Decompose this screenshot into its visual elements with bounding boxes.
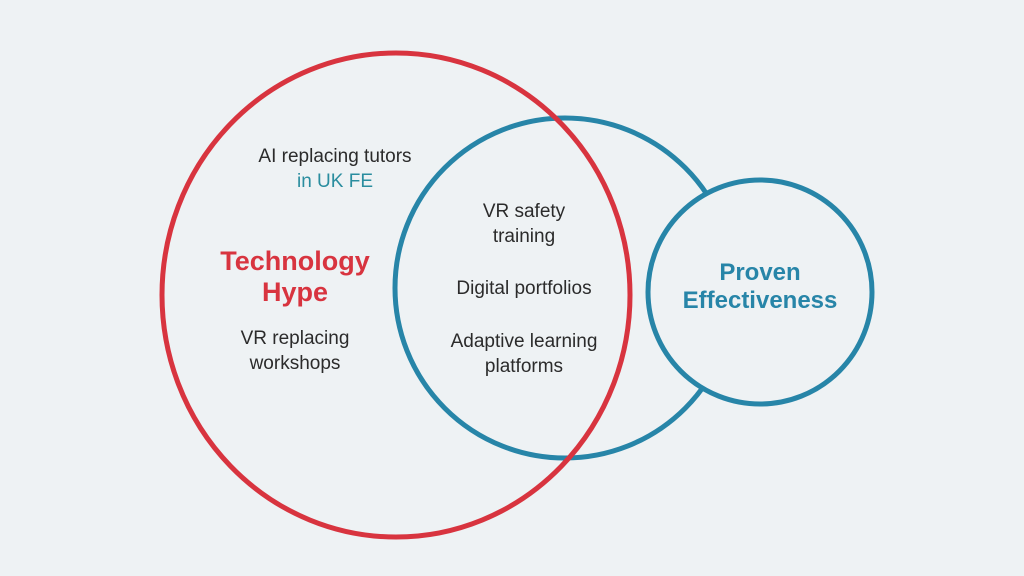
proven-effectiveness-title-line1: Proven: [719, 259, 801, 286]
overlap-item-adaptive-learning-line2: platforms: [484, 355, 564, 377]
proven-effectiveness-title: Proven Effectiveness: [660, 259, 860, 314]
overlap-item-adaptive-learning: Adaptive learning platforms: [414, 330, 634, 379]
hype-item-ai-tutors: AI replacing tutors in UK FE: [225, 145, 445, 194]
technology-hype-title-line1: Technology: [220, 246, 370, 276]
hype-item-vr-workshops: VR replacing workshops: [195, 327, 395, 376]
proven-effectiveness-title-line2: Effectiveness: [682, 286, 838, 314]
overlap-item-digital-portfolios: Digital portfolios: [414, 277, 634, 302]
hype-item-vr-workshops-line1: VR replacing: [240, 328, 350, 349]
hype-item-vr-workshops-line2: workshops: [249, 352, 341, 374]
overlap-item-adaptive-learning-line1: Adaptive learning: [450, 331, 598, 352]
hype-item-ai-tutors-line1: AI replacing tutors: [258, 146, 412, 167]
middle-evidence-circle: [392, 115, 738, 461]
overlap-item-vr-safety-line2: training: [492, 225, 556, 247]
technology-hype-title: Technology Hype: [190, 246, 400, 308]
overlap-item-vr-safety: VR safety training: [424, 200, 624, 249]
overlap-item-digital-portfolios-line1: Digital portfolios: [456, 278, 592, 299]
technology-hype-title-line2: Hype: [261, 277, 329, 308]
hype-item-ai-tutors-line2: in UK FE: [296, 170, 374, 192]
proven-effectiveness-circle: [645, 177, 875, 407]
technology-hype-circle: [159, 50, 633, 540]
overlap-item-vr-safety-line1: VR safety: [482, 201, 566, 222]
